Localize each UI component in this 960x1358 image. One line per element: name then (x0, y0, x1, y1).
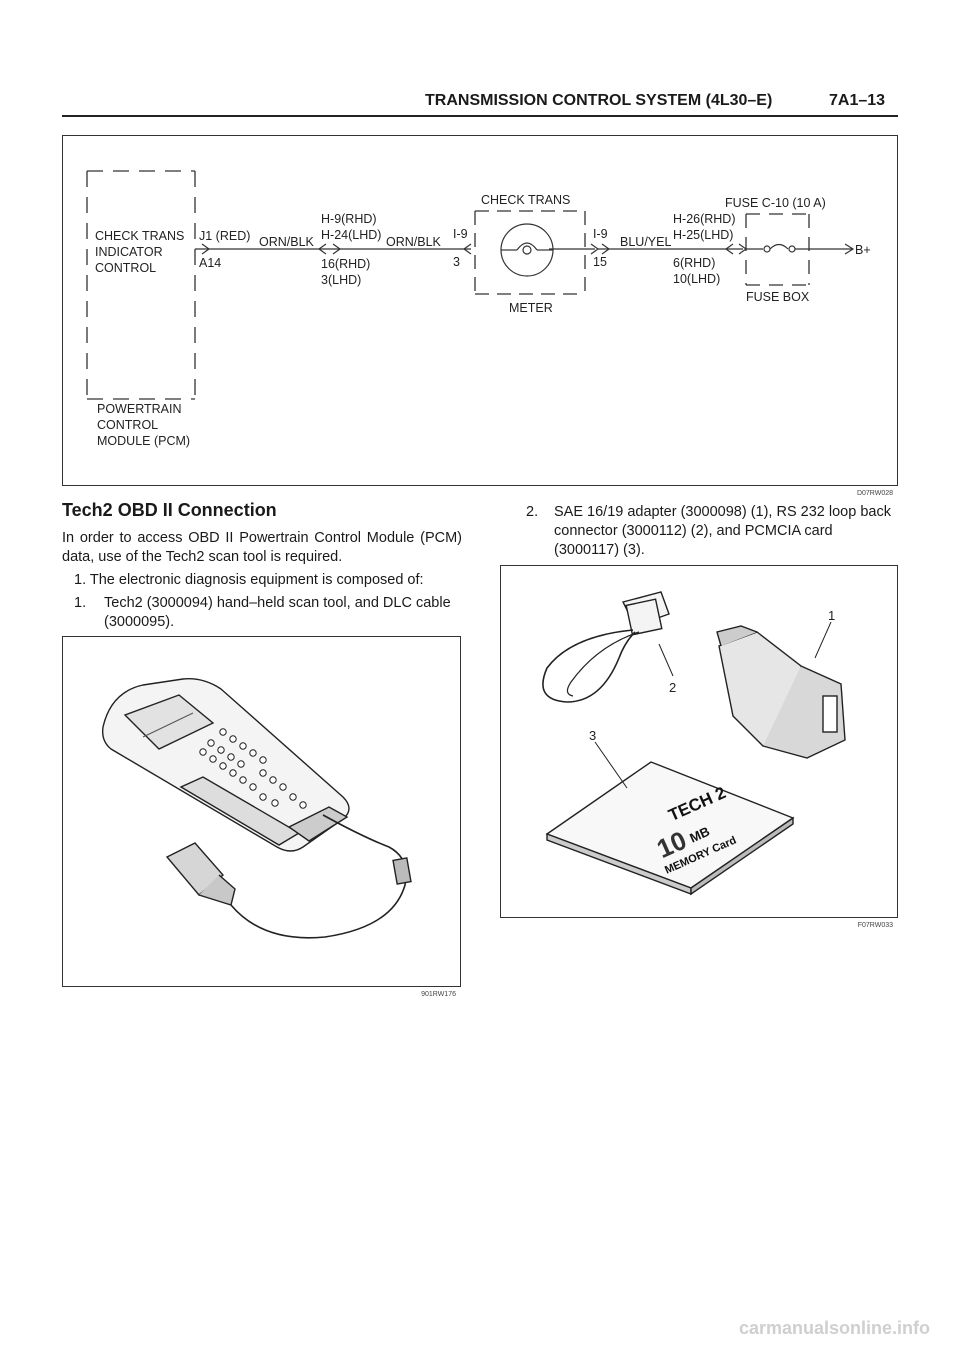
connector-h24: H-24(LHD) (321, 228, 381, 242)
sub-item-2-text: SAE 16/19 adapter (3000098) (1), RS 232 … (554, 504, 891, 558)
fuse-box-label: FUSE BOX (746, 290, 810, 304)
wire-color-1: ORN/BLK (259, 235, 315, 249)
battery-label: B+ (855, 243, 871, 257)
callout-1: 1 (828, 608, 835, 623)
accessories-figure-code: F07RW033 (857, 922, 893, 929)
sub-item-1-text: Tech2 (3000094) hand–held scan tool, and… (104, 595, 451, 630)
sub-item-2: 2. SAE 16/19 adapter (3000098) (1), RS 2… (498, 503, 898, 560)
connector-h26: H-26(RHD) (673, 212, 736, 226)
accessories-figure: 1 2 3 TECH 2 10 MB MEMORY Card F07RW033 (500, 565, 898, 929)
page-number: 7A1–13 (829, 92, 886, 109)
sub-item-1: 1. Tech2 (3000094) hand–held scan tool, … (62, 594, 462, 632)
wire-color-3: BLU/YEL (620, 235, 671, 249)
section-heading: Tech2 OBD II Connection (62, 500, 277, 520)
sub-item-1-number: 1. (74, 595, 87, 611)
tech2-figure: 901RW176 (62, 636, 461, 998)
pin-3: 3 (453, 255, 460, 269)
footer-watermark: carmanualsonline.info (738, 1318, 930, 1338)
pcm-label-1: CHECK TRANS (95, 229, 184, 243)
connector-i9-right: I-9 (593, 227, 608, 241)
list-item-1: 1. The electronic diagnosis equipment is… (74, 572, 424, 588)
pcm-name-3: MODULE (PCM) (97, 434, 190, 448)
wiring-diagram: CHECK TRANS INDICATOR CONTROL POWERTRAIN… (62, 135, 898, 497)
connector-h9: H-9(RHD) (321, 212, 377, 226)
fuse-label: FUSE C-10 (10 A) (725, 196, 826, 210)
pin-15: 15 (593, 255, 607, 269)
pcm-name-1: POWERTRAIN (97, 402, 182, 416)
callout-2: 2 (669, 680, 676, 695)
section-left-column: Tech2 OBD II Connection In order to acce… (62, 500, 462, 632)
sub-item-2-number: 2. (526, 504, 539, 520)
check-trans-label: CHECK TRANS (481, 193, 570, 207)
header-rule (62, 115, 898, 117)
pin-6-rhd: 6(RHD) (673, 256, 715, 270)
pin-3-lhd: 3(LHD) (321, 273, 361, 287)
connector-i9-left: I-9 (453, 227, 468, 241)
pin-16-rhd: 16(RHD) (321, 257, 370, 271)
pcm-label-2: INDICATOR (95, 245, 163, 259)
pcm-label-3: CONTROL (95, 261, 156, 275)
running-header-title: TRANSMISSION CONTROL SYSTEM (4L30–E) (425, 92, 773, 109)
pin-10-lhd: 10(LHD) (673, 272, 720, 286)
meter-label: METER (509, 301, 553, 315)
wiring-diagram-svg: CHECK TRANS INDICATOR CONTROL POWERTRAIN… (86, 170, 871, 448)
connector-h25: H-25(LHD) (673, 228, 733, 242)
pcm-name-2: CONTROL (97, 418, 158, 432)
wiring-figure-code: D07RW028 (856, 490, 893, 497)
tech2-figure-code: 901RW176 (421, 991, 456, 998)
connector-j1: J1 (RED) (199, 229, 250, 243)
accessories-figure-svg: 1 2 3 TECH 2 10 MB MEMORY Card (542, 591, 846, 896)
tech2-figure-svg (101, 678, 412, 939)
section-intro: In order to access OBD II Powertrain Con… (62, 530, 462, 565)
callout-3: 3 (589, 728, 596, 743)
wire-color-2: ORN/BLK (386, 235, 442, 249)
pin-a14: A14 (199, 256, 221, 270)
